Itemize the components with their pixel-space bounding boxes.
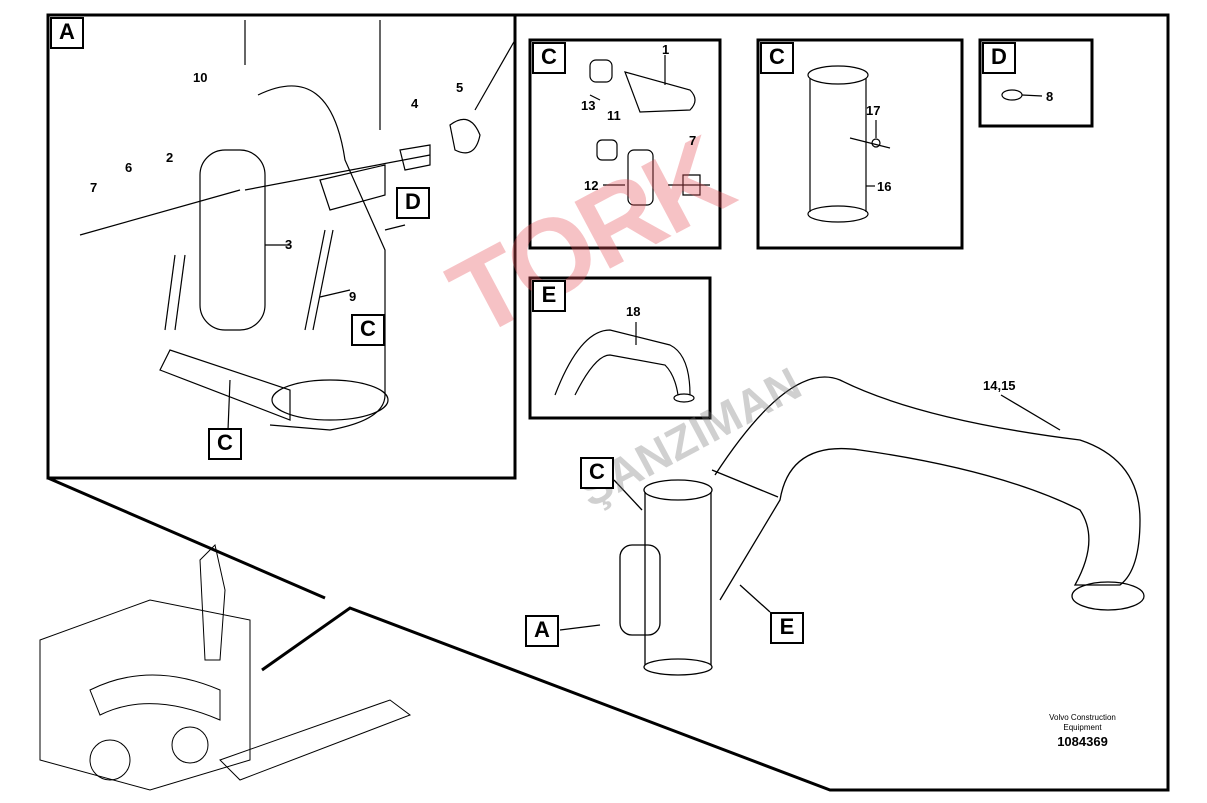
callout-1: 1 xyxy=(662,42,670,57)
view-a-frame xyxy=(46,13,517,480)
callout-11: 11 xyxy=(607,108,621,123)
view-e-drawing xyxy=(554,329,691,396)
callout-12: 12 xyxy=(584,178,599,193)
ref-d: D xyxy=(396,187,430,219)
view-e-tag: E xyxy=(532,280,566,312)
view-d-frame xyxy=(978,38,1094,128)
callout-5: 5 xyxy=(456,80,464,95)
view-c2-tag: C xyxy=(760,42,794,74)
view-c1-tag: C xyxy=(532,42,566,74)
view-e-frame xyxy=(528,276,712,420)
view-c1-frame xyxy=(528,38,722,250)
callout-8: 8 xyxy=(1046,89,1054,104)
callout-6: 6 xyxy=(125,160,133,175)
view-d-tag: D xyxy=(982,42,1016,74)
ref-c: C xyxy=(580,457,614,489)
view-c1-drawing xyxy=(589,55,710,206)
view-c2-frame xyxy=(756,38,964,250)
callout-16: 16 xyxy=(877,179,892,194)
ref-e: E xyxy=(770,612,804,644)
callout-17: 17 xyxy=(866,103,881,118)
ref-a: A xyxy=(525,615,559,647)
callout-2: 2 xyxy=(166,150,174,165)
view-a-tag: A xyxy=(50,17,84,49)
machine-overview-drawing xyxy=(39,544,412,791)
callout-4: 4 xyxy=(411,96,419,111)
callout-7: 7 xyxy=(689,133,697,148)
view-c2-drawing xyxy=(807,65,891,223)
callout-14-15: 14,15 xyxy=(983,378,1016,393)
drawing-number: 1084369 xyxy=(1057,734,1108,749)
callout-7: 7 xyxy=(90,180,98,195)
view-a-drawing xyxy=(79,20,516,431)
callout-13: 13 xyxy=(581,98,596,113)
ref-c: C xyxy=(351,314,385,346)
callout-9: 9 xyxy=(349,289,357,304)
main-assembly-drawing xyxy=(559,376,1145,676)
main-frame xyxy=(261,13,1170,792)
callout-18: 18 xyxy=(626,304,641,319)
company-name: Volvo Construction Equipment xyxy=(1049,713,1116,732)
ref-c: C xyxy=(208,428,242,460)
callout-10: 10 xyxy=(193,70,208,85)
drawing-footer: Volvo Construction Equipment 1084369 xyxy=(1030,713,1135,751)
callout-3: 3 xyxy=(285,237,293,252)
